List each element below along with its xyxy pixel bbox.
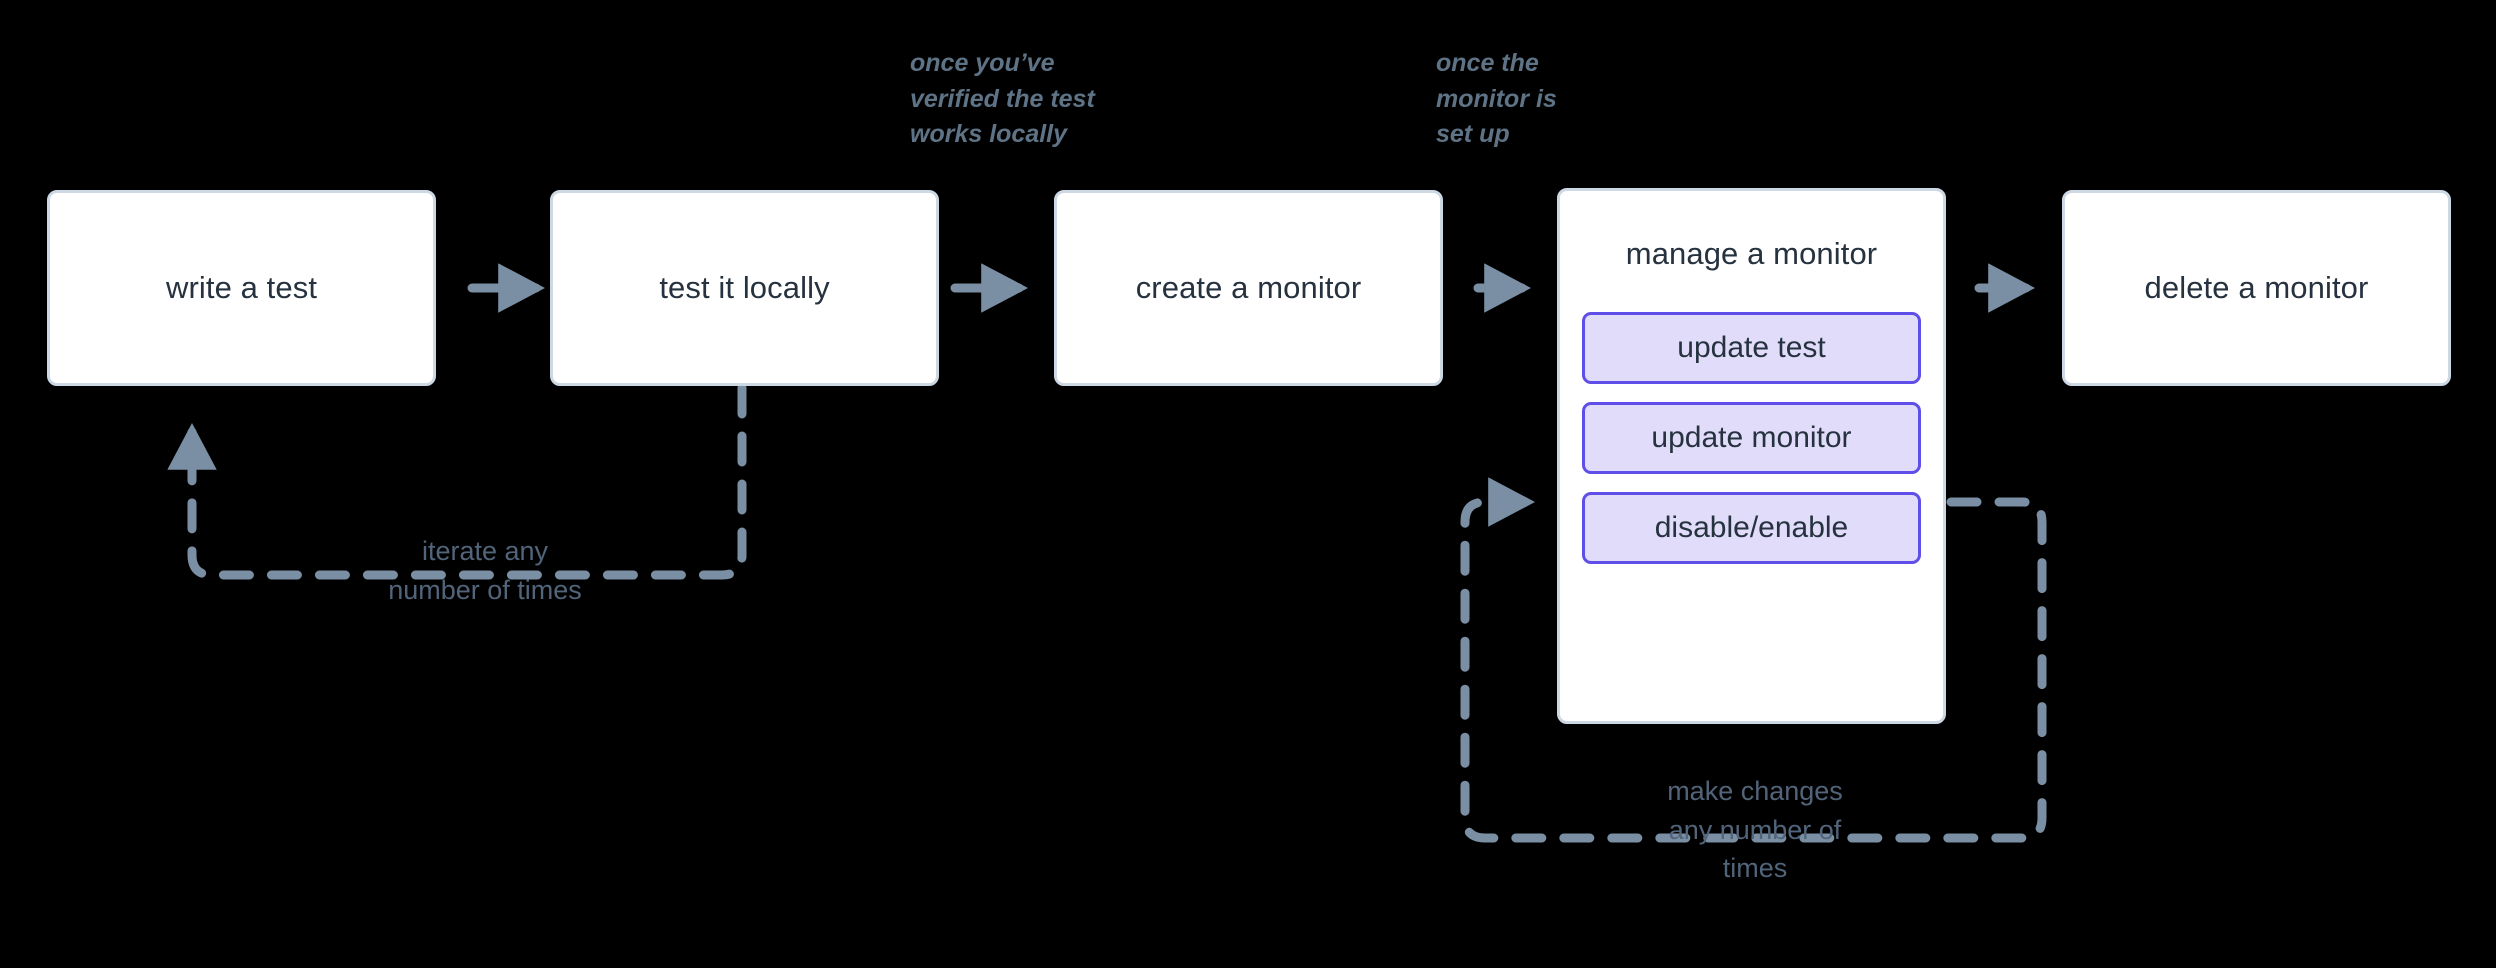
subnode-update-test[interactable]: update test [1582, 312, 1921, 385]
subnode-update-monitor[interactable]: update monitor [1582, 402, 1921, 475]
subnode-label: update monitor [1651, 421, 1852, 455]
subnode-disable-enable[interactable]: disable/enable [1582, 492, 1921, 565]
node-delete-a-monitor[interactable]: delete a monitor [2062, 190, 2451, 386]
node-label: create a monitor [1135, 270, 1362, 306]
node-label: delete a monitor [2144, 270, 2369, 306]
node-create-a-monitor[interactable]: create a monitor [1054, 190, 1443, 386]
node-label: write a test [165, 270, 318, 306]
subnode-label: disable/enable [1654, 511, 1849, 545]
node-label: test it locally [659, 270, 830, 306]
node-label: manage a monitor [1625, 236, 1878, 271]
node-manage-a-monitor[interactable]: manage a monitor update test update moni… [1557, 188, 1946, 724]
loop-label-iterate: iterate any number of times [388, 536, 582, 605]
node-test-it-locally[interactable]: test it locally [550, 190, 939, 386]
loop-label-make-changes: make changes any number of times [1667, 776, 1843, 884]
note-verified-test: once you’ve verified the test works loca… [910, 49, 1095, 148]
manage-actions-list: update test update monitor disable/enabl… [1560, 312, 1943, 565]
note-monitor-setup: once the monitor is set up [1436, 49, 1557, 148]
node-write-a-test[interactable]: write a test [47, 190, 436, 386]
subnode-label: update test [1677, 331, 1826, 365]
